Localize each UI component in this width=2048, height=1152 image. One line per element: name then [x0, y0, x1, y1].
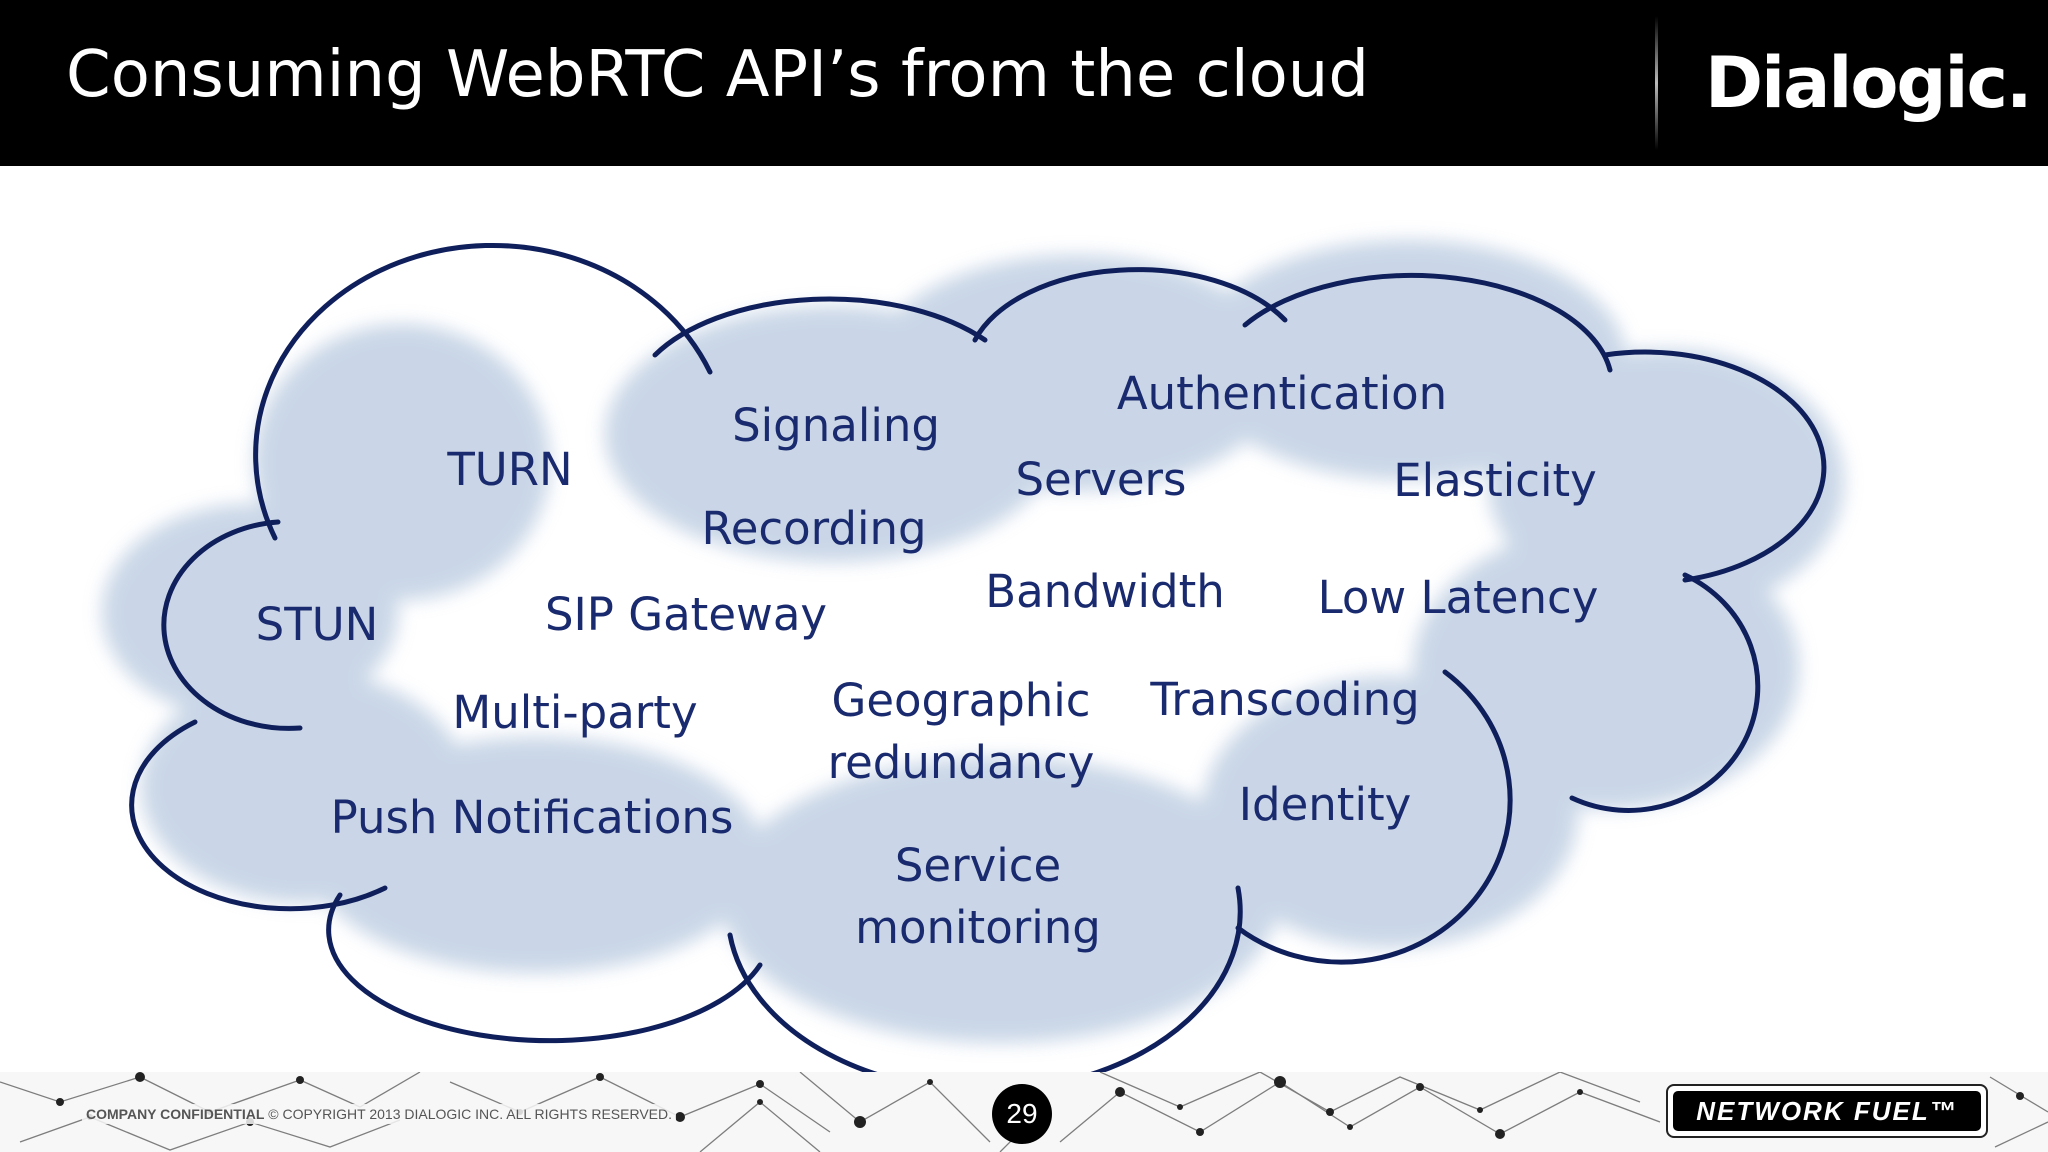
label-bandwidth: Bandwidth: [985, 565, 1225, 618]
label-multi-party: Multi-party: [452, 686, 698, 739]
label-servers: Servers: [1015, 453, 1187, 506]
confidential-label: COMPANY CONFIDENTIAL: [86, 1106, 265, 1122]
label-transcoding: Transcoding: [1150, 673, 1420, 726]
label-service-monitoring: Service monitoring: [855, 839, 1101, 954]
label-geographic-redundancy: Geographic redundancy: [827, 674, 1095, 789]
label-authentication: Authentication: [1116, 367, 1448, 420]
network-fuel-logo: NETWORK FUEL™: [1666, 1084, 1988, 1138]
label-push-notifications: Push Notifications: [330, 791, 734, 844]
label-signaling: Signaling: [732, 399, 940, 452]
label-stun: STUN: [255, 598, 379, 651]
label-sip-gateway: SIP Gateway: [544, 588, 828, 641]
dialogic-logo: Dialogic.: [1705, 42, 2033, 124]
slide-footer: COMPANY CONFIDENTIAL © COPYRIGHT 2013 DI…: [0, 1072, 2048, 1152]
label-recording: Recording: [701, 502, 927, 555]
network-fuel-logo-text: NETWORK FUEL™: [1673, 1091, 1981, 1131]
slide-title: Consuming WebRTC API’s from the cloud: [66, 38, 1369, 112]
page-number: 29: [992, 1084, 1052, 1144]
copyright-text: © COPYRIGHT 2013 DIALOGIC INC. ALL RIGHT…: [268, 1106, 672, 1122]
cloud-glow: [102, 240, 1844, 1043]
label-low-latency: Low Latency: [1317, 571, 1599, 624]
slide-header: Consuming WebRTC API’s from the cloud Di…: [0, 0, 2048, 166]
cloud-outline: [129, 242, 1827, 1094]
label-elasticity: Elasticity: [1393, 454, 1597, 507]
header-divider: [1655, 16, 1658, 150]
copyright-notice: COMPANY CONFIDENTIAL © COPYRIGHT 2013 DI…: [82, 1104, 676, 1124]
label-identity: Identity: [1238, 778, 1412, 831]
label-turn: TURN: [447, 443, 573, 496]
